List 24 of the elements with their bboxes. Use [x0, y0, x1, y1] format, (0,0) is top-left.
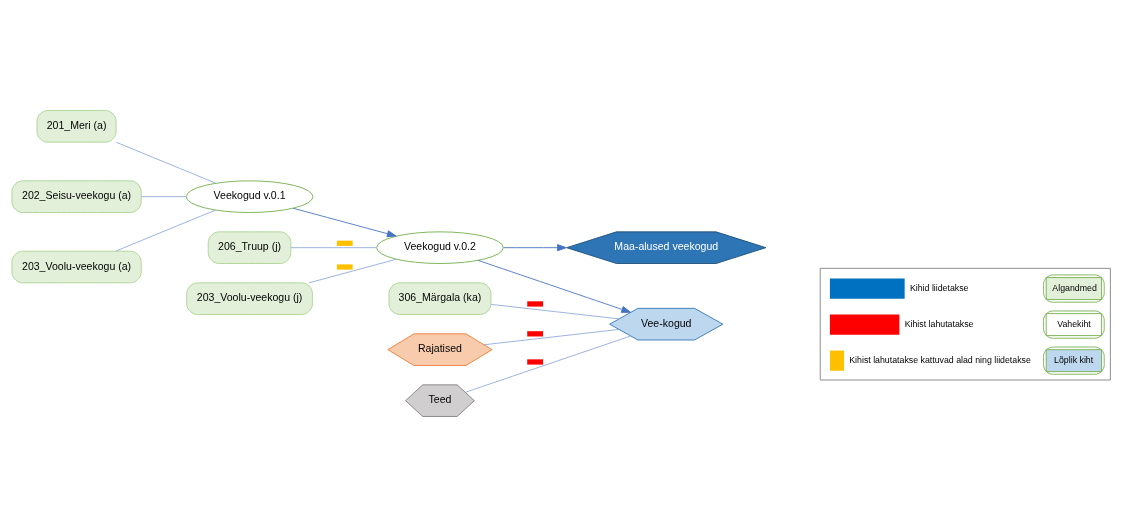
legend-label: Vahekiht — [1057, 318, 1091, 329]
legend-label: Kihid liidetakse — [909, 282, 969, 293]
connector — [465, 335, 631, 393]
arrow — [503, 244, 567, 252]
node-ellipse: Veekogud v.0.1 — [185, 180, 314, 213]
connector — [115, 209, 216, 252]
legend-label: Algandmed — [1052, 282, 1097, 293]
legend-label: Kihist lahutatakse kattuvad alad ning liidetakse — [849, 354, 1031, 365]
legend-label: Kihist lahutatakse — [904, 318, 974, 329]
node-box: 202_Seisu-veekogu (a) — [11, 180, 142, 213]
connector — [115, 141, 217, 184]
node-box: 203_Voolu-veekogu (a) — [11, 250, 142, 284]
node-box: 306_Märgala (ka) — [388, 282, 492, 315]
node-box: 206_Truup (j) — [207, 231, 292, 264]
node-box: 203_Voolu-veekogu (j) — [186, 282, 313, 315]
connector — [140, 196, 187, 198]
arrow — [477, 259, 631, 313]
connector — [483, 329, 620, 346]
connector — [490, 303, 620, 320]
node-box: 201_Meri (a) — [36, 110, 117, 143]
connector — [290, 247, 377, 249]
connector — [308, 258, 397, 284]
legend-label: Lõplik kiht — [1054, 354, 1094, 365]
arrow — [292, 207, 397, 238]
